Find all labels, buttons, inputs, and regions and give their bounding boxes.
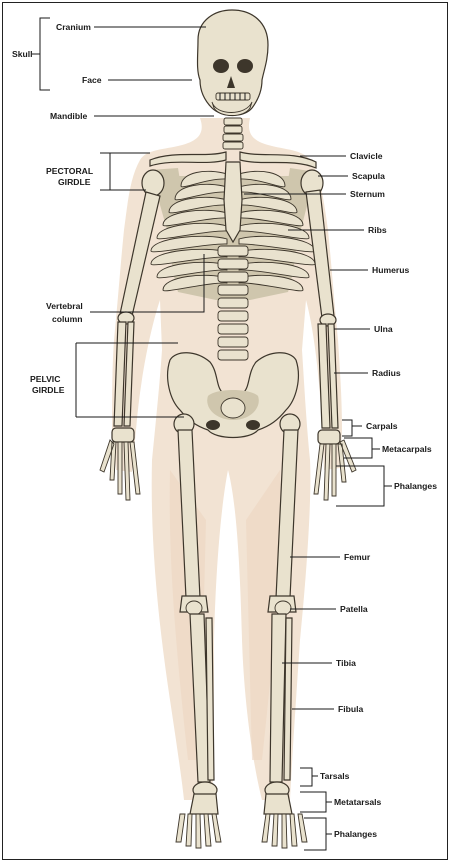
label-metacarpals: Metacarpals	[382, 444, 432, 454]
rib-r-5	[238, 222, 310, 240]
label-carpals: Carpals	[366, 421, 398, 431]
label-humerus: Humerus	[372, 265, 409, 275]
label-femur: Femur	[344, 552, 371, 562]
rib-l-4	[162, 209, 228, 227]
rib-l-3	[168, 196, 228, 214]
label-vertebral-column-2: column	[52, 314, 83, 324]
label-vertebral-column-1: Vertebral	[46, 301, 83, 311]
rib-cage	[150, 161, 316, 300]
cervical-vertebrae	[222, 117, 244, 150]
vertebra-3	[217, 271, 249, 283]
label-tarsals: Tarsals	[320, 771, 350, 781]
rib-r-4	[238, 209, 304, 227]
label-ulna: Ulna	[374, 324, 393, 334]
rib-l-8	[156, 261, 228, 279]
label-phalanges-hand: Phalanges	[394, 481, 437, 491]
vertebra-2	[217, 258, 249, 270]
label-clavicle: Clavicle	[350, 151, 383, 161]
label-face: Face	[82, 75, 102, 85]
rib-r-1	[238, 170, 286, 188]
rib-r-9	[238, 274, 304, 292]
label-patella: Patella	[340, 604, 368, 614]
leader-lines	[32, 17, 392, 851]
label-cranium: Cranium	[56, 22, 91, 32]
leg-bones	[173, 413, 301, 799]
label-pelvic-girdle-1: PELVIC	[30, 374, 60, 384]
label-pelvic-girdle-2: GIRDLE	[32, 385, 65, 395]
rib-r-8	[238, 261, 310, 279]
label-metatarsals: Metatarsals	[334, 797, 382, 807]
rib-l-7	[150, 248, 228, 266]
vertebra-1	[217, 245, 249, 257]
vertebra-4	[217, 284, 249, 296]
label-mandible: Mandible	[50, 111, 87, 121]
rib-l-5	[156, 222, 228, 240]
vertebra-5	[217, 297, 249, 309]
vertebra-6	[217, 310, 249, 322]
clavicle-bones	[149, 151, 317, 169]
label-scapula: Scapula	[352, 171, 385, 181]
label-tibia: Tibia	[336, 658, 356, 668]
vertebra-8	[217, 336, 249, 348]
label-sternum: Sternum	[350, 189, 385, 199]
label-phalanges-foot: Phalanges	[334, 829, 377, 839]
rib-r-3	[238, 196, 298, 214]
rib-l-1	[180, 170, 228, 188]
labels: Skull Cranium Face Mandible PECTORAL GIR…	[12, 22, 437, 839]
rib-l-6	[150, 235, 228, 253]
lumbar-vertebrae	[217, 245, 249, 361]
arm-bones	[113, 189, 339, 429]
skull-bone	[196, 9, 269, 117]
rib-r-2	[238, 183, 292, 201]
pelvis-bone	[167, 352, 299, 439]
vertebra-9	[217, 349, 249, 361]
label-skull: Skull	[12, 49, 33, 59]
hand-bones	[99, 427, 357, 501]
foot-bones	[175, 793, 308, 849]
label-pectoral-girdle-1: PECTORAL	[46, 166, 93, 176]
label-pectoral-girdle-2: GIRDLE	[58, 177, 91, 187]
label-radius: Radius	[372, 368, 401, 378]
rib-l-9	[162, 274, 228, 292]
label-fibula: Fibula	[338, 704, 364, 714]
diagram-frame	[2, 2, 448, 860]
vertebra-7	[217, 323, 249, 335]
rib-l-2	[174, 183, 228, 201]
label-ribs: Ribs	[368, 225, 387, 235]
